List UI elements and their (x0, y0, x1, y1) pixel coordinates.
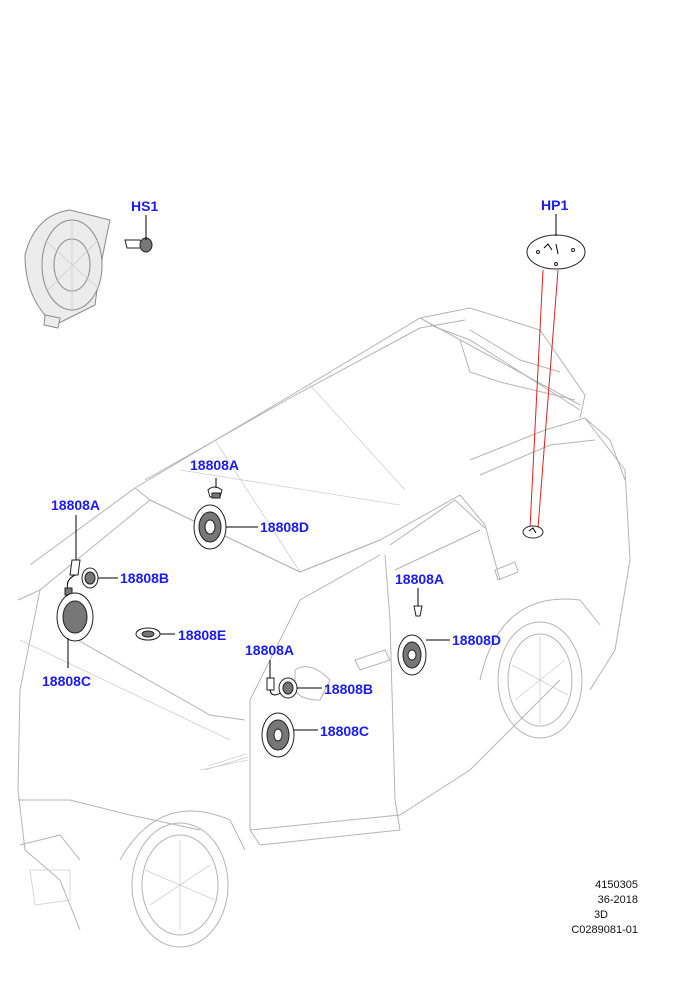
callout-18808a-top: 18808A (190, 457, 240, 473)
left-front-speaker-group (56, 515, 175, 668)
footer-reference: 4150305 36-2018 3D C0289081-01 (571, 879, 638, 936)
dash-speaker-group (193, 478, 258, 550)
footer-line-4: C0289081-01 (571, 924, 638, 936)
rear-door-speaker-group (397, 588, 450, 676)
callout-18808d-top: 18808D (260, 519, 310, 535)
callout-18808a-mid: 18808A (245, 642, 295, 658)
callout-18808b-mid: 18808B (324, 681, 374, 697)
callout-hs1: HS1 (131, 198, 159, 214)
callout-hp1: HP1 (541, 197, 569, 213)
callout-18808c-mid: 18808C (320, 723, 370, 739)
hs1-connector (124, 215, 153, 253)
footer-line-3: 3D (593, 909, 608, 921)
vehicle-outline (17, 307, 631, 948)
callout-18808c-left: 18808C (42, 673, 92, 689)
callout-18808a-left: 18808A (51, 497, 101, 513)
footer-line-1: 4150305 (595, 879, 638, 891)
callout-18808d-right: 18808D (452, 632, 502, 648)
subwoofer-illustration (24, 209, 111, 329)
callout-18808e: 18808E (178, 627, 227, 643)
callout-18808b-left: 18808B (120, 570, 170, 586)
footer-line-2: 36-2018 (597, 894, 638, 906)
hp1-antenna-detail (522, 214, 586, 539)
callout-18808a-right: 18808A (395, 571, 445, 587)
front-door-speaker-group (261, 660, 322, 758)
